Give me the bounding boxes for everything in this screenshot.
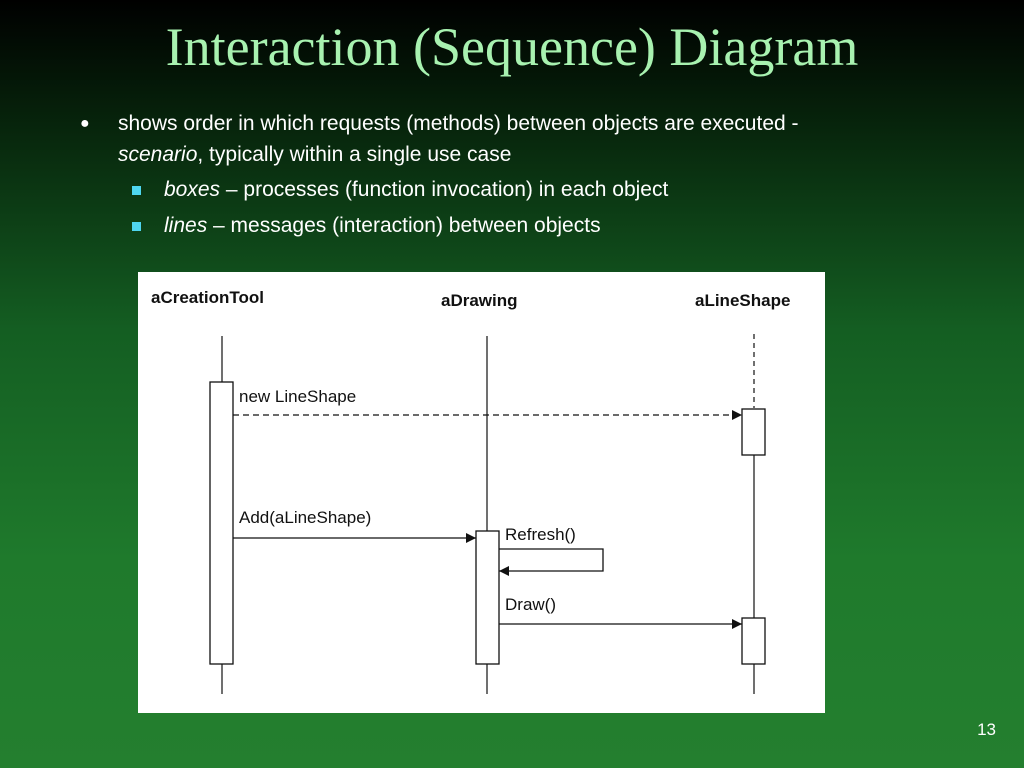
object-label-adrawing: aDrawing — [441, 291, 518, 310]
message-label-draw: Draw() — [505, 595, 556, 614]
message-label-refresh: Refresh() — [505, 525, 576, 544]
bullet-text: shows order in which requests (methods) … — [118, 112, 799, 135]
activation-box-alineshape-create — [741, 408, 766, 456]
sub-bullet-text: – messages (interaction) between objects — [207, 214, 601, 237]
square-bullet-icon — [132, 186, 141, 195]
bullet-emphasis: scenario — [118, 143, 198, 166]
activation-box-acreationtool — [209, 381, 234, 665]
activation-box-adrawing — [475, 530, 500, 665]
sequence-diagram: aCreationTool aDrawing aLineShape new Li… — [138, 272, 825, 713]
object-label-acreationtool: aCreationTool — [151, 288, 264, 307]
bullet-item: ● shows order in which requests (methods… — [80, 108, 980, 170]
message-label-new-lineshape: new LineShape — [239, 387, 356, 406]
sub-bullet-item: boxes – processes (function invocation) … — [80, 172, 980, 208]
bullet-dot-icon: ● — [80, 115, 90, 132]
bullet-list: ● shows order in which requests (methods… — [80, 108, 980, 244]
object-label-alineshape: aLineShape — [695, 291, 790, 310]
sequence-diagram-svg: aCreationTool aDrawing aLineShape new Li… — [151, 288, 790, 694]
message-label-add: Add(aLineShape) — [239, 508, 371, 527]
square-bullet-icon — [132, 222, 141, 231]
message-arrow-refresh — [499, 548, 604, 576]
page-number: 13 — [977, 720, 996, 739]
sub-bullet-emphasis: lines — [164, 214, 208, 237]
bullet-continuation: , typically within a single use case — [197, 143, 512, 166]
activation-box-alineshape-draw — [741, 617, 766, 665]
sub-bullet-emphasis: boxes — [164, 178, 221, 201]
slide-title: Interaction (Sequence) Diagram — [165, 17, 859, 77]
sub-bullet-text: – processes (function invocation) in eac… — [220, 178, 669, 201]
sub-bullet-item: lines – messages (interaction) between o… — [80, 208, 980, 244]
